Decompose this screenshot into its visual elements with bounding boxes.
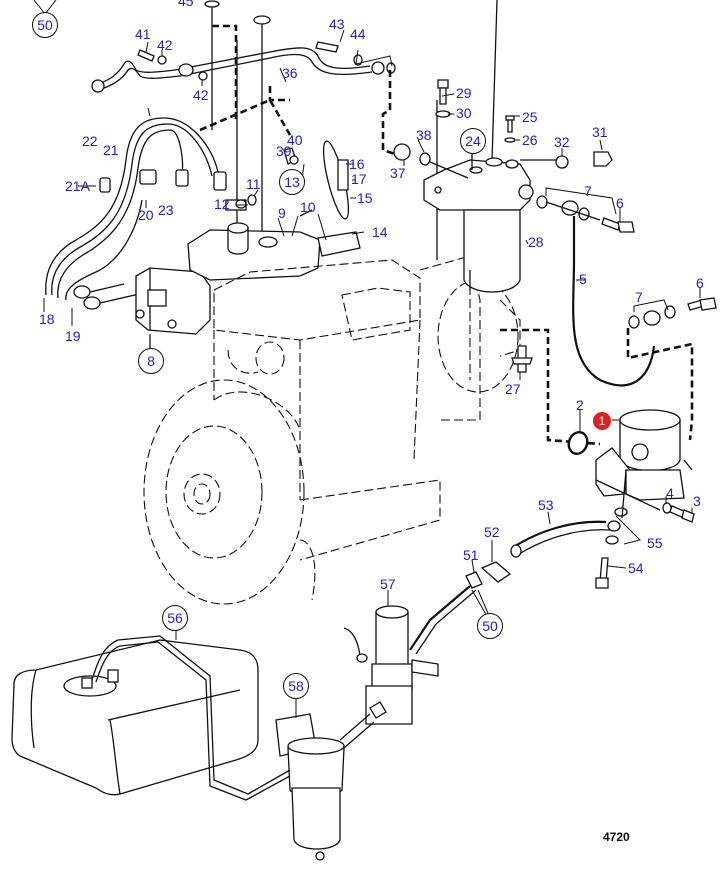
- fitting-27: [511, 345, 533, 373]
- callout-54[interactable]: 54: [628, 560, 644, 576]
- callout-45[interactable]: 45: [178, 0, 194, 9]
- callout-leaders: [43, 29, 701, 718]
- callout-40[interactable]: 40: [287, 132, 303, 148]
- filter-fasteners: [393, 79, 613, 179]
- callout-21a[interactable]: 21A: [65, 178, 90, 194]
- callout-2[interactable]: 2: [576, 397, 584, 413]
- callout-21[interactable]: 21: [103, 142, 119, 158]
- injection-lines-left: [45, 117, 227, 310]
- callout-50[interactable]: 50: [32, 12, 58, 38]
- callout-38[interactable]: 38: [416, 127, 432, 143]
- callout-26[interactable]: 26: [522, 132, 538, 148]
- callout-14[interactable]: 14: [372, 224, 388, 240]
- pipe-36: [91, 41, 396, 93]
- callout-19[interactable]: 19: [65, 328, 81, 344]
- fuel-filter: [423, 150, 560, 293]
- injection-pump: [135, 267, 211, 352]
- callout-7[interactable]: 7: [584, 183, 592, 199]
- callout-7[interactable]: 7: [635, 289, 643, 305]
- callout-27[interactable]: 27: [505, 381, 521, 397]
- callout-5[interactable]: 5: [579, 271, 587, 287]
- callout-57[interactable]: 57: [380, 576, 396, 592]
- fuel-tank: [11, 635, 291, 801]
- callout-3[interactable]: 3: [693, 493, 701, 509]
- callout-24[interactable]: 24: [460, 128, 486, 154]
- callout-39[interactable]: 39: [276, 143, 292, 159]
- callout-41[interactable]: 41: [135, 26, 151, 42]
- callout-17[interactable]: 17: [351, 171, 367, 187]
- callout-25[interactable]: 25: [522, 109, 538, 125]
- pulley: [143, 379, 316, 605]
- callout-16[interactable]: 16: [349, 156, 365, 172]
- callout-42[interactable]: 42: [157, 37, 173, 53]
- callout-4[interactable]: 4: [666, 485, 674, 501]
- callout-52[interactable]: 52: [484, 524, 500, 540]
- callout-22[interactable]: 22: [82, 133, 98, 149]
- feed-pump: [567, 409, 695, 523]
- leader-lines-vertical: [204, 0, 498, 260]
- callout-43[interactable]: 43: [329, 16, 345, 32]
- callout-28[interactable]: 28: [528, 234, 544, 250]
- callout-29[interactable]: 29: [456, 85, 472, 101]
- callout-50[interactable]: 50: [477, 613, 503, 639]
- callout-51[interactable]: 51: [463, 547, 479, 563]
- callout-20[interactable]: 20: [138, 207, 154, 223]
- callout-58[interactable]: 58: [283, 673, 309, 699]
- callout-9[interactable]: 9: [278, 205, 286, 221]
- callout-42[interactable]: 42: [193, 87, 209, 103]
- callout-8[interactable]: 8: [138, 348, 164, 374]
- pipe-53: [409, 469, 628, 655]
- callout-56[interactable]: 56: [162, 605, 188, 631]
- callout-44[interactable]: 44: [350, 26, 366, 42]
- callout-37[interactable]: 37: [390, 165, 406, 181]
- engine-block: [213, 255, 521, 561]
- callout-15[interactable]: 15: [357, 190, 373, 206]
- callout-10[interactable]: 10: [300, 199, 316, 215]
- callout-55[interactable]: 55: [647, 535, 663, 551]
- callout-53[interactable]: 53: [538, 497, 554, 513]
- water-separator: [275, 713, 375, 861]
- callout-30[interactable]: 30: [456, 105, 472, 121]
- callout-31[interactable]: 31: [592, 124, 608, 140]
- callout-12[interactable]: 12: [214, 196, 230, 212]
- figure-number: 4720: [603, 830, 630, 844]
- callout-6[interactable]: 6: [616, 195, 624, 211]
- callout-18[interactable]: 18: [39, 311, 55, 327]
- callout-1-highlighted[interactable]: 1: [593, 412, 611, 430]
- dashed-route-44-37: [199, 70, 399, 157]
- callout-6[interactable]: 6: [696, 275, 704, 291]
- callout-13[interactable]: 13: [279, 169, 305, 195]
- engine-top: [187, 140, 361, 281]
- callout-11[interactable]: 11: [246, 176, 261, 192]
- callout-36[interactable]: 36: [282, 65, 298, 81]
- callout-23[interactable]: 23: [158, 202, 174, 218]
- callout-32[interactable]: 32: [554, 134, 570, 150]
- electric-pump: [343, 605, 439, 725]
